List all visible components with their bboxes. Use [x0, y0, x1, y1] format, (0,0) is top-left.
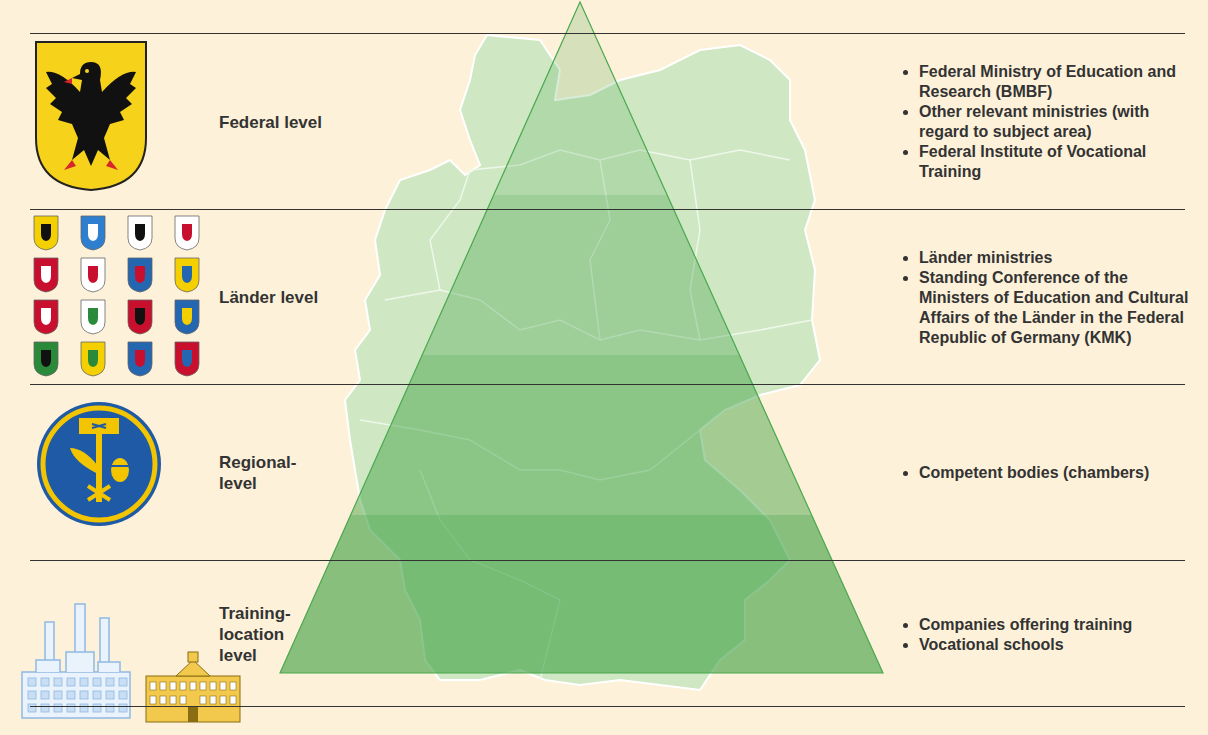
state-shield [175, 300, 199, 334]
responsible-body: Companies offering training [919, 615, 1195, 635]
state-shield [81, 258, 105, 292]
state-shield [81, 300, 105, 334]
state-shield [175, 216, 199, 250]
level-name: Regional- level [219, 452, 319, 494]
responsible-body: Federal Ministry of Education and Resear… [919, 62, 1195, 102]
laender-shields [34, 216, 199, 376]
state-shield [34, 342, 58, 376]
state-shield [34, 216, 58, 250]
level-name: Federal level [219, 112, 419, 133]
chamber-emblem [37, 402, 161, 526]
pyramid-tier [270, 515, 900, 673]
pyramid-tier [270, 195, 900, 355]
level-name: Training- location level [219, 603, 319, 666]
responsible-body: Länder ministries [919, 248, 1195, 268]
bullet-list: Companies offering trainingVocational sc… [903, 615, 1195, 655]
pyramid-outline [280, 2, 883, 673]
federal-eagle-shield [36, 42, 146, 190]
bullet-list: Competent bodies (chambers) [903, 463, 1195, 483]
state-shield [81, 216, 105, 250]
bullet-list: Länder ministriesStanding Conference of … [903, 248, 1195, 348]
state-shield [175, 342, 199, 376]
state-shield [175, 258, 199, 292]
level-band: Training- location levelCompanies offeri… [30, 560, 1185, 707]
state-shield [34, 300, 58, 334]
responsible-body: Standing Conference of the Ministers of … [919, 268, 1195, 348]
state-shield [128, 342, 152, 376]
level-band: Federal levelFederal Ministry of Educati… [30, 33, 1185, 209]
pyramid [270, 0, 900, 673]
state-shield [34, 258, 58, 292]
state-shield [128, 258, 152, 292]
state-shield [128, 300, 152, 334]
responsible-body: Vocational schools [919, 635, 1195, 655]
level-name: Länder level [219, 287, 419, 308]
responsible-body: Federal Institute of Vocational Training [919, 142, 1195, 182]
responsible-body: Other relevant ministries (with regard t… [919, 102, 1195, 142]
responsible-body: Competent bodies (chambers) [919, 463, 1195, 483]
state-shield [128, 216, 152, 250]
pyramid-tier [270, 0, 900, 195]
bullet-list: Federal Ministry of Education and Resear… [903, 62, 1195, 182]
pyramid-tier [270, 355, 900, 515]
level-band: Länder levelLänder ministriesStanding Co… [30, 209, 1185, 384]
state-shield [81, 342, 105, 376]
level-band: Regional- levelCompetent bodies (chamber… [30, 384, 1185, 560]
factory-icon [22, 604, 130, 718]
